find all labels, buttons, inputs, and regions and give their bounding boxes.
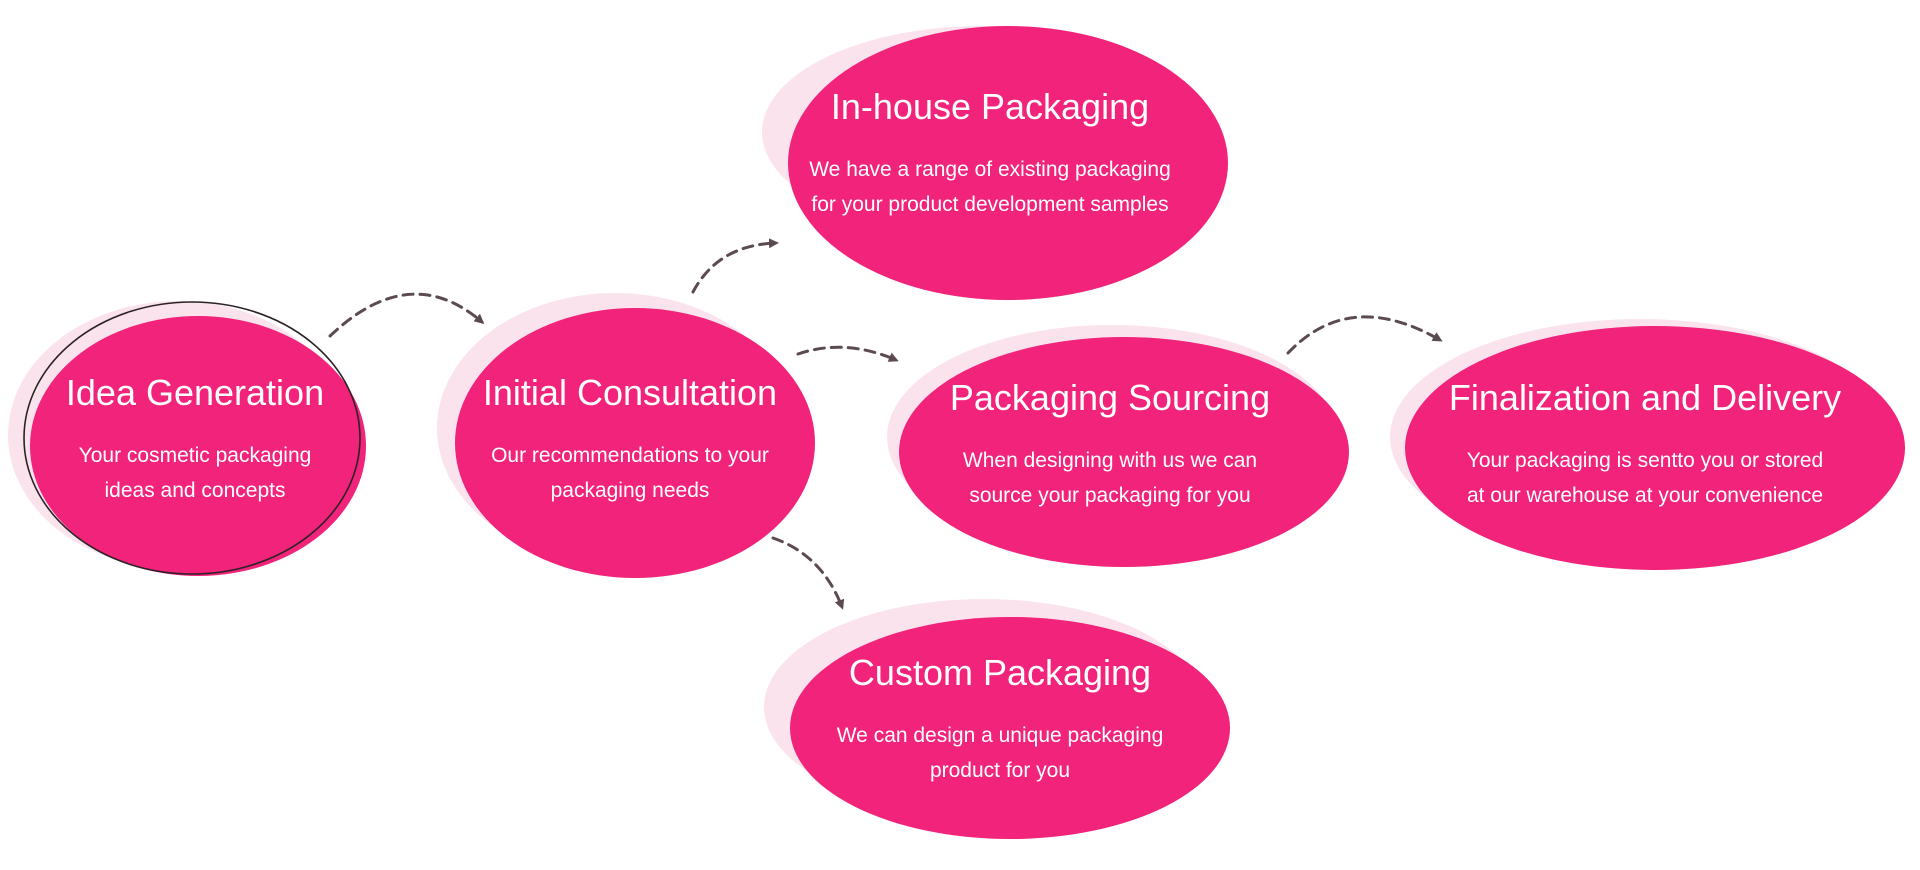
edge-initial-consultation-to-packaging-sourcing — [796, 345, 899, 362]
node-ellipse-finalization-and-delivery — [1405, 326, 1905, 570]
node-description-line: at our warehouse at your convenience — [1466, 483, 1824, 507]
edge-idea-generation-to-initial-consultation — [328, 292, 485, 338]
node-custom-packaging: Custom Packaging We can design a unique … — [780, 640, 1220, 800]
node-outline-idea-generation — [23, 301, 361, 575]
node-description-line: Our recommendations to your — [491, 443, 769, 467]
node-description-line: Your cosmetic packaging — [78, 443, 312, 467]
edge-initial-consultation-to-custom-packaging — [771, 536, 845, 610]
node-in-house-packaging: In-house Packaging We have a range of ex… — [770, 74, 1210, 234]
node-description-line: for your product development samples — [811, 192, 1169, 216]
node-description-line: source your packaging for you — [969, 483, 1251, 507]
node-description-line: We can design a unique packaging — [836, 723, 1164, 747]
node-initial-consultation: Initial Consultation Our recommendations… — [440, 340, 820, 540]
node-ellipse-packaging-sourcing — [899, 337, 1349, 567]
node-ellipse-idea-generation — [30, 316, 366, 576]
edge-packaging-sourcing-to-finalization-and-delivery — [1286, 315, 1443, 355]
node-idea-generation: Idea Generation Your cosmetic packaging … — [30, 340, 360, 540]
node-ellipse-initial-consultation — [455, 308, 815, 578]
node-description-line: We have a range of existing packaging — [809, 157, 1171, 181]
edge-initial-consultation-to-in-house-packaging — [691, 238, 779, 294]
node-description-line: When designing with us we can — [962, 448, 1258, 472]
node-finalization-and-delivery: Finalization and Delivery Your packaging… — [1410, 365, 1880, 525]
node-description-line: product for you — [929, 758, 1071, 782]
node-title: Idea Generation — [65, 372, 325, 414]
node-description: Your packaging is sentto you or stored a… — [1467, 443, 1823, 513]
node-title: In-house Packaging — [830, 86, 1150, 128]
node-description: We can design a unique packaging product… — [837, 718, 1164, 788]
node-packaging-sourcing: Packaging Sourcing When designing with u… — [890, 365, 1330, 525]
node-description-line: Your packaging is sentto you or stored — [1466, 448, 1824, 472]
node-title: Custom Packaging — [848, 652, 1152, 694]
node-description: When designing with us we can source you… — [963, 443, 1257, 513]
node-description-line: ideas and concepts — [104, 478, 286, 502]
node-description: We have a range of existing packaging fo… — [809, 152, 1171, 222]
node-title: Packaging Sourcing — [949, 377, 1271, 419]
node-description-line: packaging needs — [550, 478, 710, 502]
node-title: Initial Consultation — [482, 372, 778, 414]
node-description: Your cosmetic packaging ideas and concep… — [79, 438, 312, 508]
node-description: Our recommendations to your packaging ne… — [491, 438, 769, 508]
node-title: Finalization and Delivery — [1448, 377, 1842, 419]
node-ellipse-in-house-packaging — [788, 26, 1228, 300]
node-ellipse-custom-packaging — [790, 617, 1230, 839]
